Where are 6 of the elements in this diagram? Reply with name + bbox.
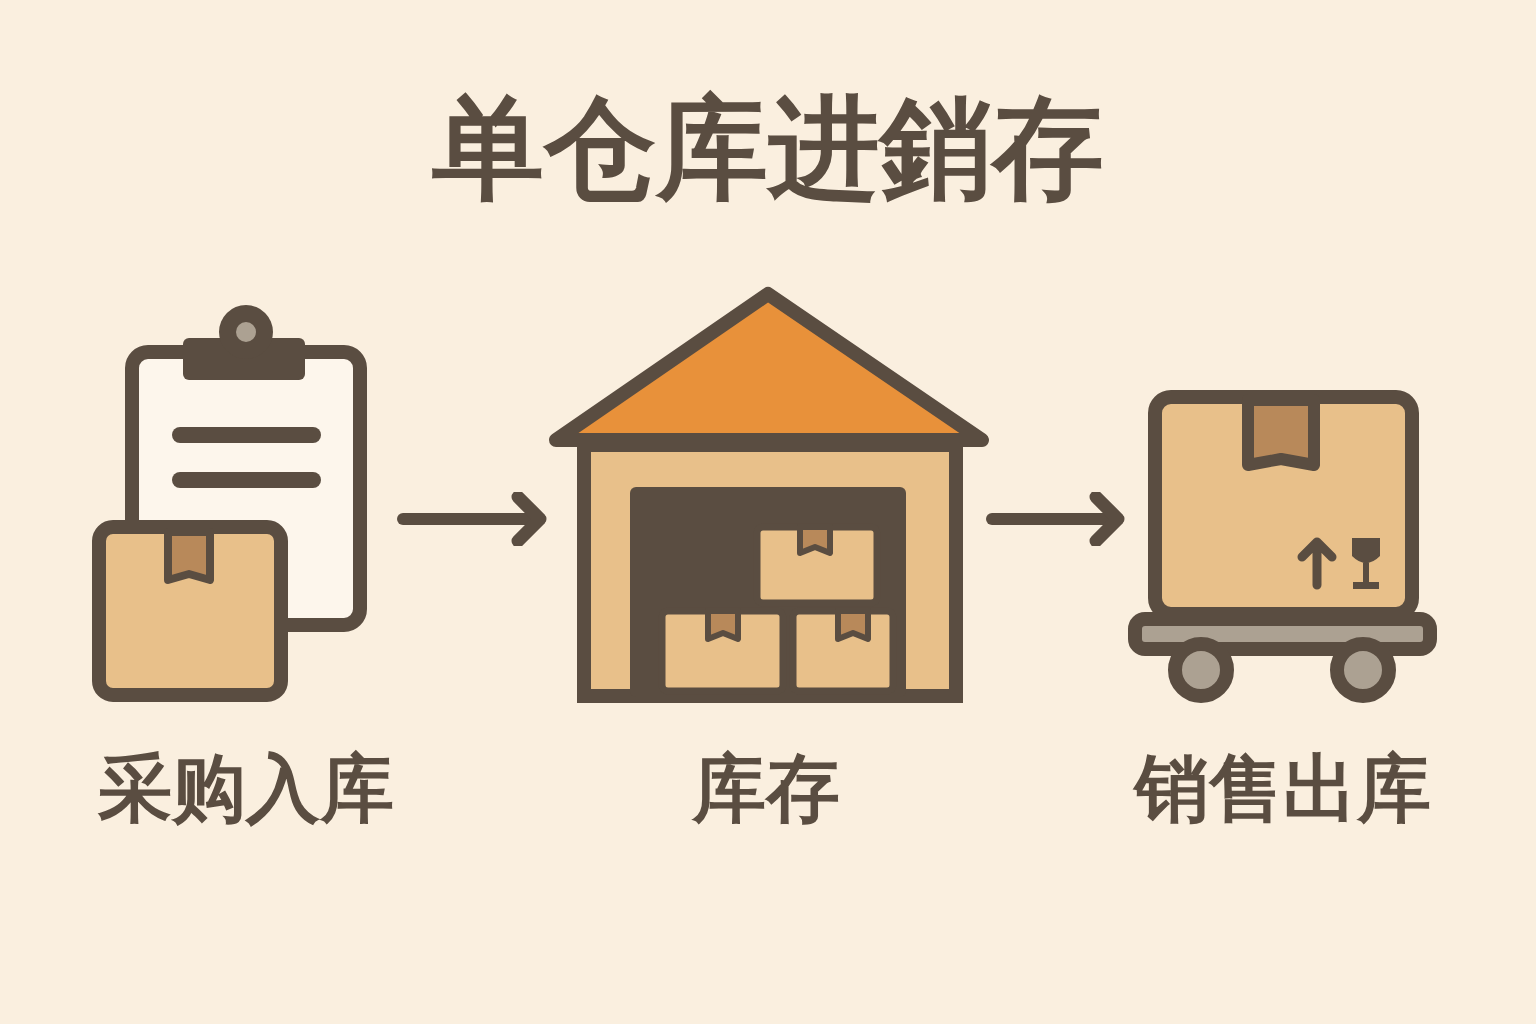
node-label: 销售出库 [1135,744,1431,833]
arrow [986,490,1125,548]
node-label: 库存 [692,744,840,833]
arrow [397,490,547,548]
node-label: 采购入库 [97,744,394,833]
title: 单仓库进銷存 [432,82,1104,215]
